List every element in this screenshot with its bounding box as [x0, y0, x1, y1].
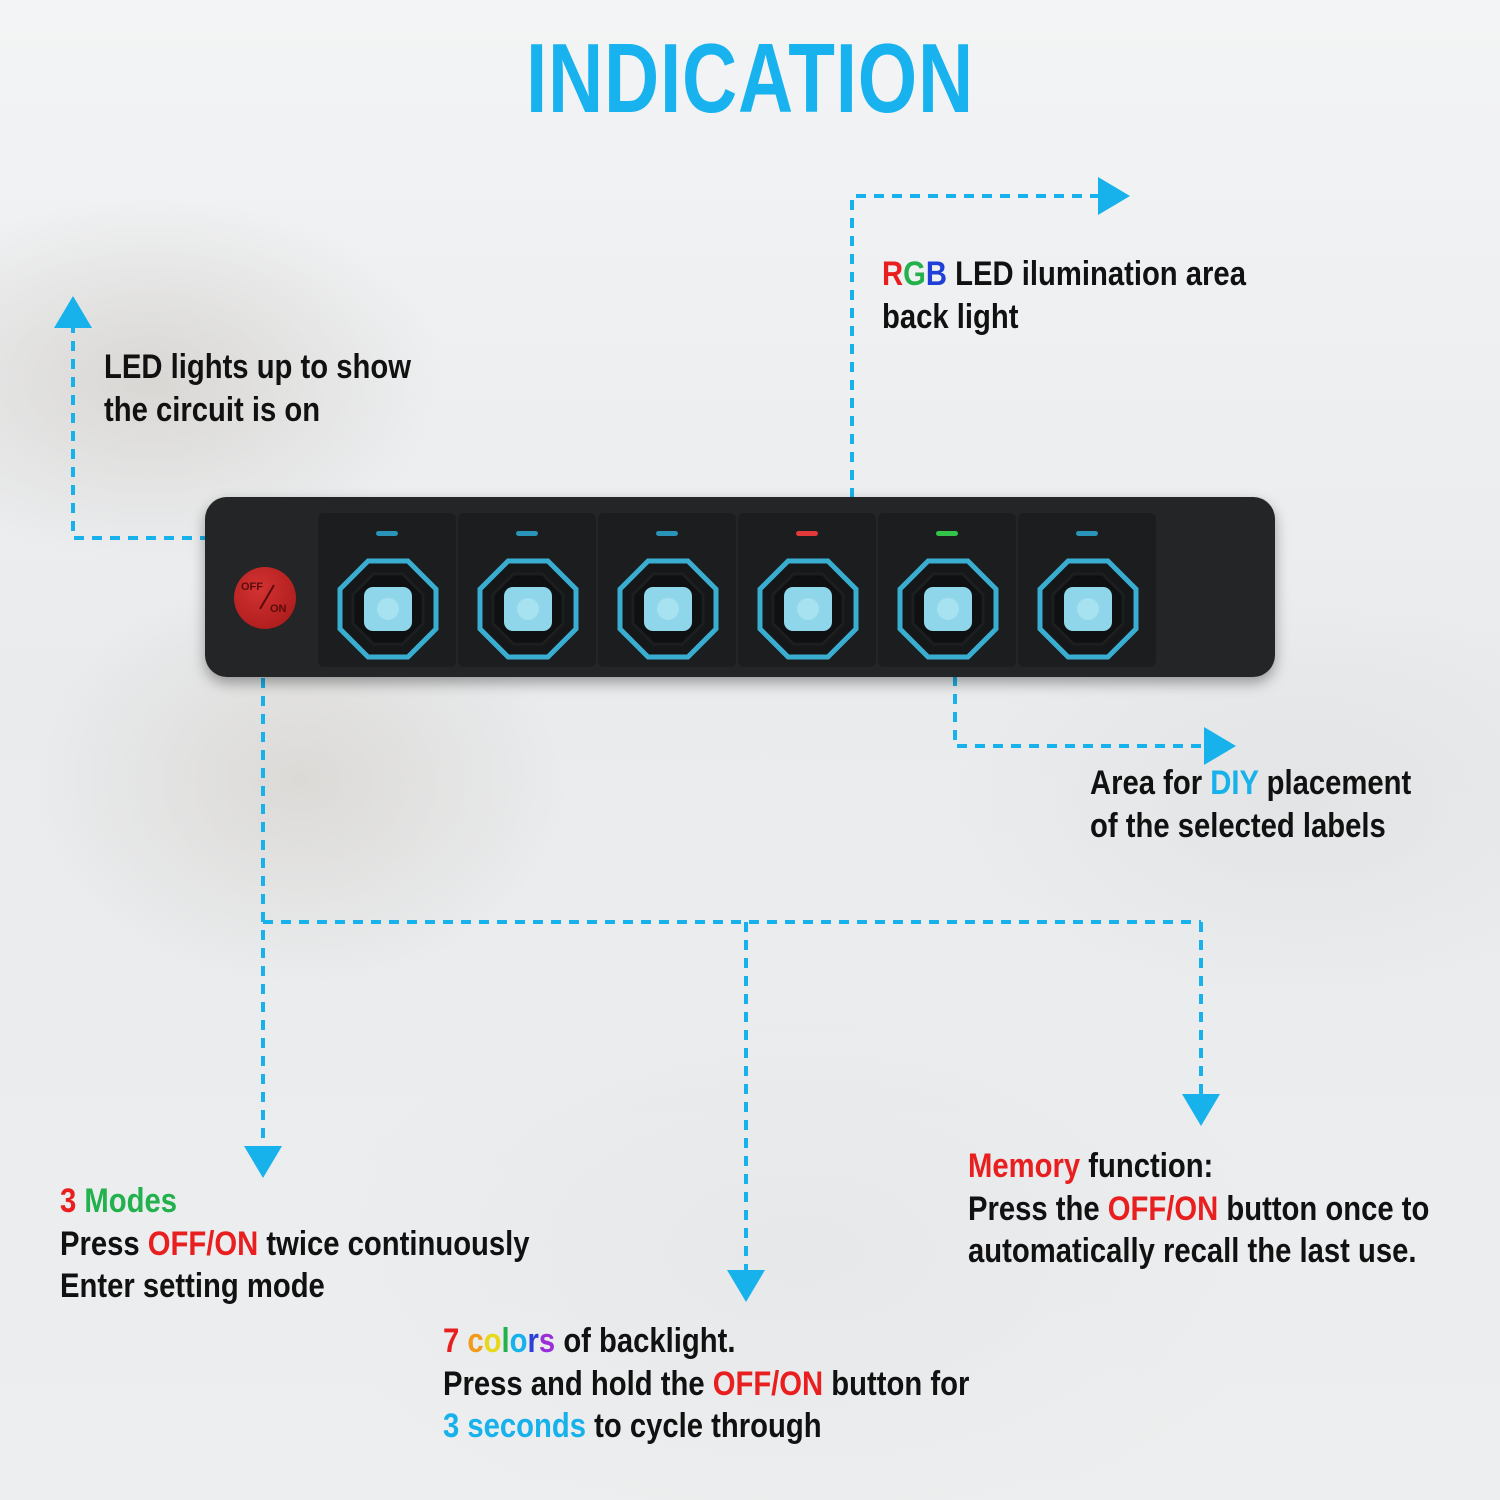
arrow-down-icon	[1182, 1094, 1220, 1126]
switch-6[interactable]	[1018, 513, 1156, 667]
rgb-letter-b: B	[925, 255, 947, 293]
colors-letter: s	[538, 1322, 556, 1360]
modes-word: Modes	[84, 1182, 178, 1220]
diy-callout: Area for DIY placement of the selected l…	[1090, 762, 1411, 847]
memory-word: Memory	[968, 1147, 1081, 1185]
led-text-line2: the circuit is on	[104, 390, 321, 429]
led-text-line1: LED lights up to show	[104, 348, 411, 386]
colors-letter: o	[483, 1322, 502, 1360]
power-button[interactable]: OFF ON	[234, 567, 296, 629]
octagon-button-icon	[1037, 558, 1139, 660]
colors-offon: OFF/ON	[712, 1364, 824, 1403]
switch-5[interactable]	[878, 513, 1016, 667]
colors-text: of backlight.	[555, 1322, 736, 1360]
arrow-right-icon	[1098, 177, 1130, 215]
modes-text-post: twice continuously	[258, 1224, 530, 1263]
indicator-led	[516, 531, 538, 536]
colors-letter: l	[501, 1322, 510, 1360]
switch-2[interactable]	[458, 513, 596, 667]
modes-callout: 3 Modes Press OFF/ON twice continuously …	[60, 1180, 530, 1308]
colors-text-pre: Press and hold the	[443, 1364, 713, 1403]
indicator-led	[1076, 531, 1098, 536]
rgb-text: LED ilumination area	[946, 255, 1246, 293]
colors-text-line3: to cycle through	[586, 1407, 822, 1445]
octagon-button-icon	[617, 558, 719, 660]
switch-3[interactable]	[598, 513, 736, 667]
arrow-down-icon	[244, 1146, 282, 1178]
diy-highlight: DIY	[1210, 764, 1259, 802]
memory-text-line3: automatically recall the last use.	[968, 1232, 1417, 1270]
rgb-text-line2: back light	[882, 297, 1019, 336]
memory-callout: Memory function: Press the OFF/ON button…	[968, 1145, 1429, 1273]
octagon-button-icon	[337, 558, 439, 660]
memory-text: function:	[1080, 1147, 1214, 1185]
colors-letter: o	[509, 1322, 528, 1360]
switch-1[interactable]	[318, 513, 456, 667]
octagon-button-icon	[897, 558, 999, 660]
colors-letter: c	[467, 1322, 484, 1360]
indicator-led	[656, 531, 678, 536]
indicator-led	[796, 531, 818, 536]
switch-4[interactable]	[738, 513, 876, 667]
arrow-up-icon	[54, 296, 92, 328]
rgb-letter-r: R	[882, 255, 904, 293]
colors-letter: r	[527, 1322, 539, 1360]
switch-panel: OFF ON	[205, 497, 1275, 677]
page-title: INDICATION	[525, 23, 975, 133]
power-label-on: ON	[270, 603, 287, 615]
modes-text-line3: Enter setting mode	[60, 1267, 325, 1305]
indicator-led	[376, 531, 398, 536]
colors-text-post: button for	[823, 1364, 970, 1403]
rgb-callout: RGB LED ilumination area back light	[882, 253, 1246, 338]
modes-offon: OFF/ON	[147, 1224, 259, 1263]
diy-text-line2: of the selected labels	[1090, 806, 1386, 845]
diy-text-pre: Area for	[1090, 764, 1211, 802]
arrow-right-icon	[1204, 727, 1236, 765]
led-callout: LED lights up to show the circuit is on	[104, 346, 411, 431]
memory-offon: OFF/ON	[1107, 1189, 1219, 1228]
memory-text-post: button once to	[1218, 1189, 1430, 1228]
power-label-off: OFF	[241, 581, 263, 593]
indicator-led	[936, 531, 958, 536]
diy-text-post: placement	[1258, 764, 1412, 802]
modes-number: 3	[60, 1182, 85, 1220]
arrow-down-icon	[727, 1270, 765, 1302]
slash-icon	[259, 584, 275, 610]
modes-text-pre: Press	[60, 1224, 148, 1263]
octagon-button-icon	[757, 558, 859, 660]
memory-text-pre: Press the	[968, 1189, 1108, 1228]
rgb-letter-g: G	[903, 255, 926, 293]
octagon-button-icon	[477, 558, 579, 660]
colors-callout: 7 colors of backlight. Press and hold th…	[443, 1320, 969, 1448]
colors-seconds: 3 seconds	[443, 1407, 587, 1445]
colors-number: 7	[443, 1322, 468, 1360]
